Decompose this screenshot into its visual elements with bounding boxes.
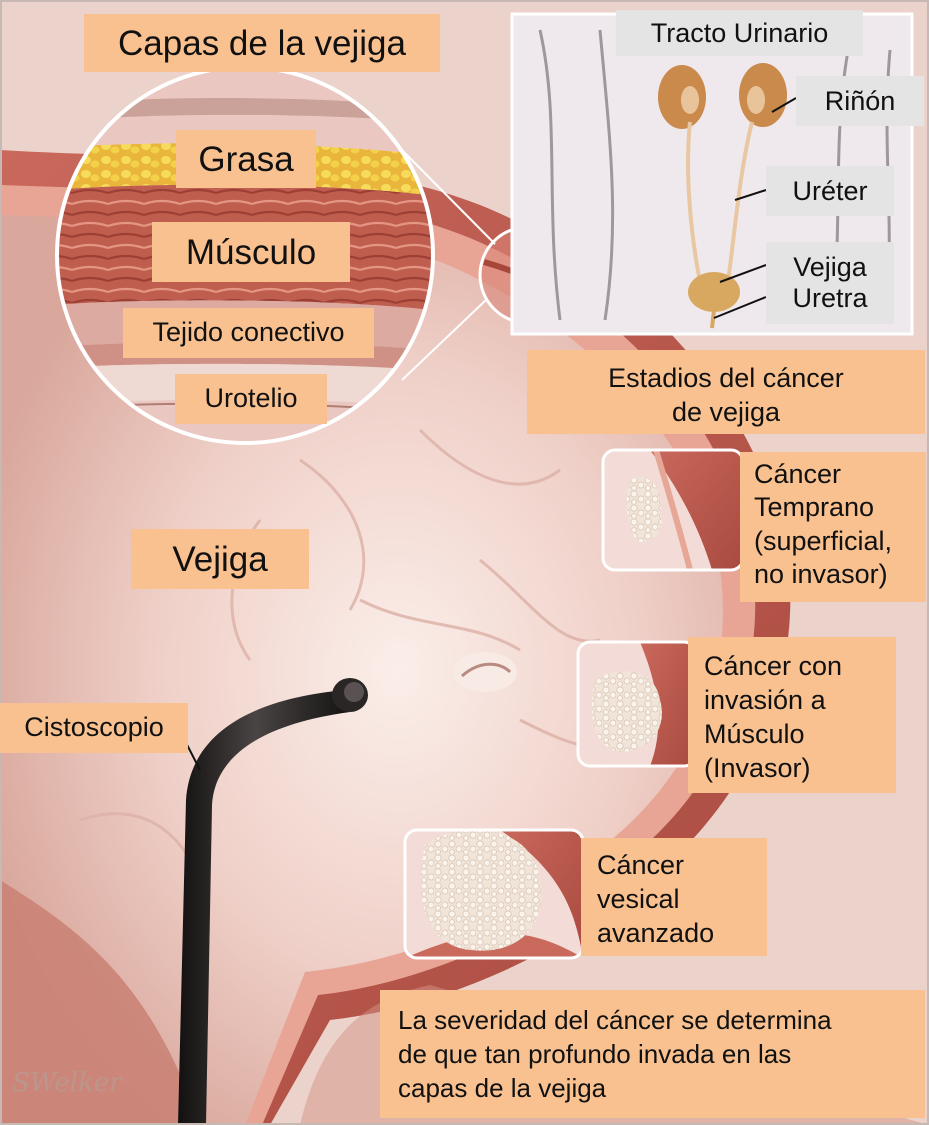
early-stage-line4: no invasor): [754, 559, 888, 590]
artist-signature: SWelker: [12, 1068, 122, 1098]
early-stage-line2: Temprano: [754, 492, 875, 523]
muscle-invasive-line2: invasión a: [704, 685, 826, 716]
ureter-label: Uréter: [766, 166, 894, 216]
ureter-label-text: Uréter: [792, 176, 868, 206]
connective-tissue-label-text: Tejido conectivo: [152, 317, 345, 347]
advanced-line3: avanzado: [597, 918, 715, 949]
muscle-invasive-line3: Músculo: [704, 719, 805, 750]
muscle-invasive-line4: (Invasor): [704, 753, 811, 784]
bladder-urethra-label: Vejiga Uretra: [766, 242, 894, 324]
muscle-invasive-line1: Cáncer con: [704, 651, 843, 681]
advanced-line1: Cáncer: [597, 850, 685, 880]
stages-title-line2: de vejiga: [671, 396, 781, 427]
muscle-invasive-stage-label: Cáncer con invasión a Músculo (Invasor): [688, 637, 896, 793]
urothelium-label-text: Urotelio: [204, 383, 298, 413]
severity-note-line3: capas de la vejiga: [398, 1072, 607, 1103]
urinary-tract-title-text: Tracto Urinario: [650, 18, 829, 48]
advanced-line2: vesical: [597, 884, 680, 915]
cystoscope-label-text: Cistoscopio: [24, 712, 164, 742]
kidney-label-text: Riñón: [824, 86, 896, 116]
urothelium-label: Urotelio: [175, 374, 327, 424]
bladder-label-text: Vejiga: [172, 540, 268, 579]
layers-title-text: Capas de la vejiga: [118, 24, 406, 63]
cystoscope-label: Cistoscopio: [0, 703, 188, 753]
severity-note-line1: La severidad del cáncer se determina: [398, 1005, 832, 1035]
layers-title: Capas de la vejiga: [84, 14, 440, 72]
severity-note-line2: de que tan profundo invada en las: [398, 1038, 792, 1069]
connective-tissue-label: Tejido conectivo: [123, 308, 374, 358]
muscle-label: Músculo: [152, 222, 350, 282]
kidney-label: Riñón: [796, 76, 924, 126]
fat-label: Grasa: [176, 130, 316, 188]
stages-title: Estadios del cáncer de vejiga: [527, 350, 925, 434]
fat-label-text: Grasa: [198, 140, 294, 179]
advanced-stage-label: Cáncer vesical avanzado: [581, 838, 767, 956]
bladder-label: Vejiga: [131, 529, 309, 589]
stages-title-line1: Estadios del cáncer: [608, 363, 844, 393]
urethra-label-text: Uretra: [792, 283, 868, 314]
muscle-label-text: Músculo: [185, 233, 317, 272]
urinary-tract-title: Tracto Urinario: [616, 10, 863, 56]
early-stage-label: Cáncer Temprano (superficial, no invasor…: [740, 452, 926, 602]
early-stage-line3: (superficial,: [754, 525, 893, 556]
severity-note: La severidad del cáncer se determina de …: [380, 990, 925, 1118]
early-stage-line1: Cáncer: [754, 459, 842, 489]
small-bladder-label-text: Vejiga: [793, 252, 867, 282]
